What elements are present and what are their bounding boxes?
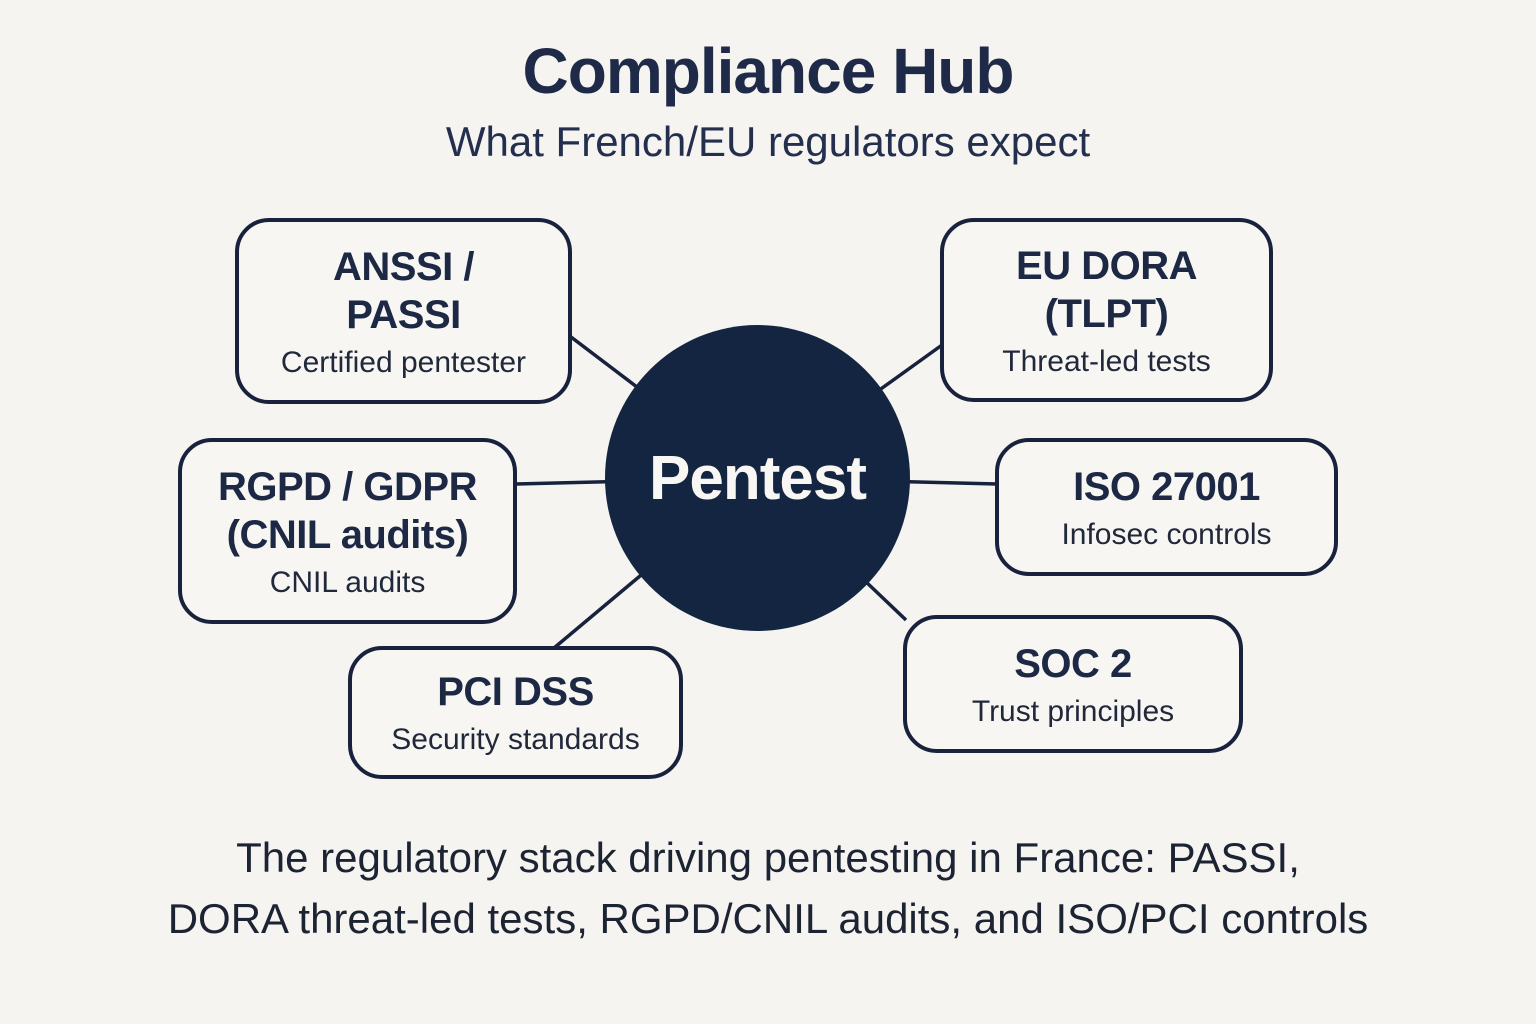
node-eu-dora-tlpt: EU DORA (TLPT) Threat-led tests bbox=[940, 218, 1273, 402]
node-eu-dora-tlpt-subtitle: Threat-led tests bbox=[1002, 344, 1211, 378]
pentest-hub-circle: Pentest bbox=[605, 325, 910, 631]
node-soc-2: SOC 2 Trust principles bbox=[903, 615, 1243, 753]
node-eu-dora-tlpt-title: EU DORA (TLPT) bbox=[1016, 243, 1197, 336]
node-iso-27001-subtitle: Infosec controls bbox=[1061, 517, 1272, 551]
node-pci-dss-title: PCI DSS bbox=[437, 670, 594, 714]
node-anssi-passi: ANSSI / PASSI Certified pentester bbox=[235, 218, 572, 404]
node-rgpd-gdpr-title: RGPD / GDPR (CNIL audits) bbox=[218, 464, 477, 557]
page-title: Compliance Hub bbox=[522, 35, 1015, 107]
page-subtitle: What French/EU regulators expect bbox=[445, 118, 1091, 165]
node-rgpd-gdpr-subtitle: CNIL audits bbox=[269, 565, 426, 599]
pentest-hub-label: Pentest bbox=[649, 443, 867, 513]
node-iso-27001-title: ISO 27001 bbox=[1073, 464, 1260, 509]
node-soc-2-subtitle: Trust principles bbox=[971, 694, 1175, 728]
node-rgpd-gdpr: RGPD / GDPR (CNIL audits) CNIL audits bbox=[178, 438, 517, 624]
node-soc-2-title: SOC 2 bbox=[1014, 641, 1132, 686]
node-iso-27001: ISO 27001 Infosec controls bbox=[995, 438, 1338, 576]
node-pci-dss-subtitle: Security standards bbox=[391, 723, 640, 756]
node-pci-dss: PCI DSS Security standards bbox=[348, 646, 683, 779]
node-anssi-passi-title: ANSSI / PASSI bbox=[333, 244, 474, 337]
footer-caption: The regulatory stack driving pentesting … bbox=[167, 834, 1369, 942]
node-anssi-passi-subtitle: Certified pentester bbox=[280, 345, 527, 379]
